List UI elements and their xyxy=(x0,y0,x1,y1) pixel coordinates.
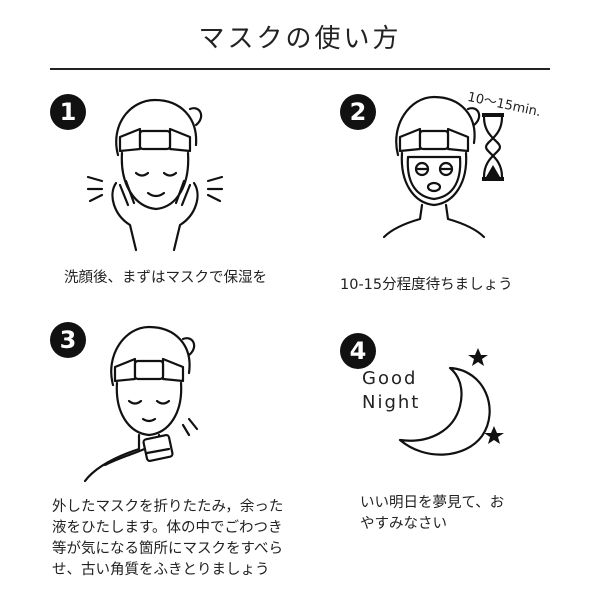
step-3-illustration xyxy=(83,325,199,483)
goodnight-text-night: Night xyxy=(362,392,421,413)
step-2-illustration xyxy=(382,95,504,239)
step-1-illustration xyxy=(86,98,224,252)
step-1-badge: 1 xyxy=(50,94,86,130)
goodnight-text-good: Good xyxy=(362,368,418,389)
step-3-badge: 3 xyxy=(50,322,86,358)
step-4-badge: 4 xyxy=(340,333,376,369)
step-1-caption: 洗顔後、まずはマスクで保湿を xyxy=(64,270,267,286)
step-2-badge: 2 xyxy=(340,94,376,130)
title-divider xyxy=(50,68,550,70)
page-title: マスクの使い方 xyxy=(198,24,402,54)
step-3-caption: 外したマスクを折りたたみ，余った 液をひたします。体の中でごわつき 等が気になる… xyxy=(52,499,284,578)
step-4-caption: いい明日を夢見て、お やすみなさい xyxy=(360,495,505,532)
step-2-caption: 10-15分程度待ちましょう xyxy=(340,277,513,293)
step-4-illustration xyxy=(398,348,504,456)
